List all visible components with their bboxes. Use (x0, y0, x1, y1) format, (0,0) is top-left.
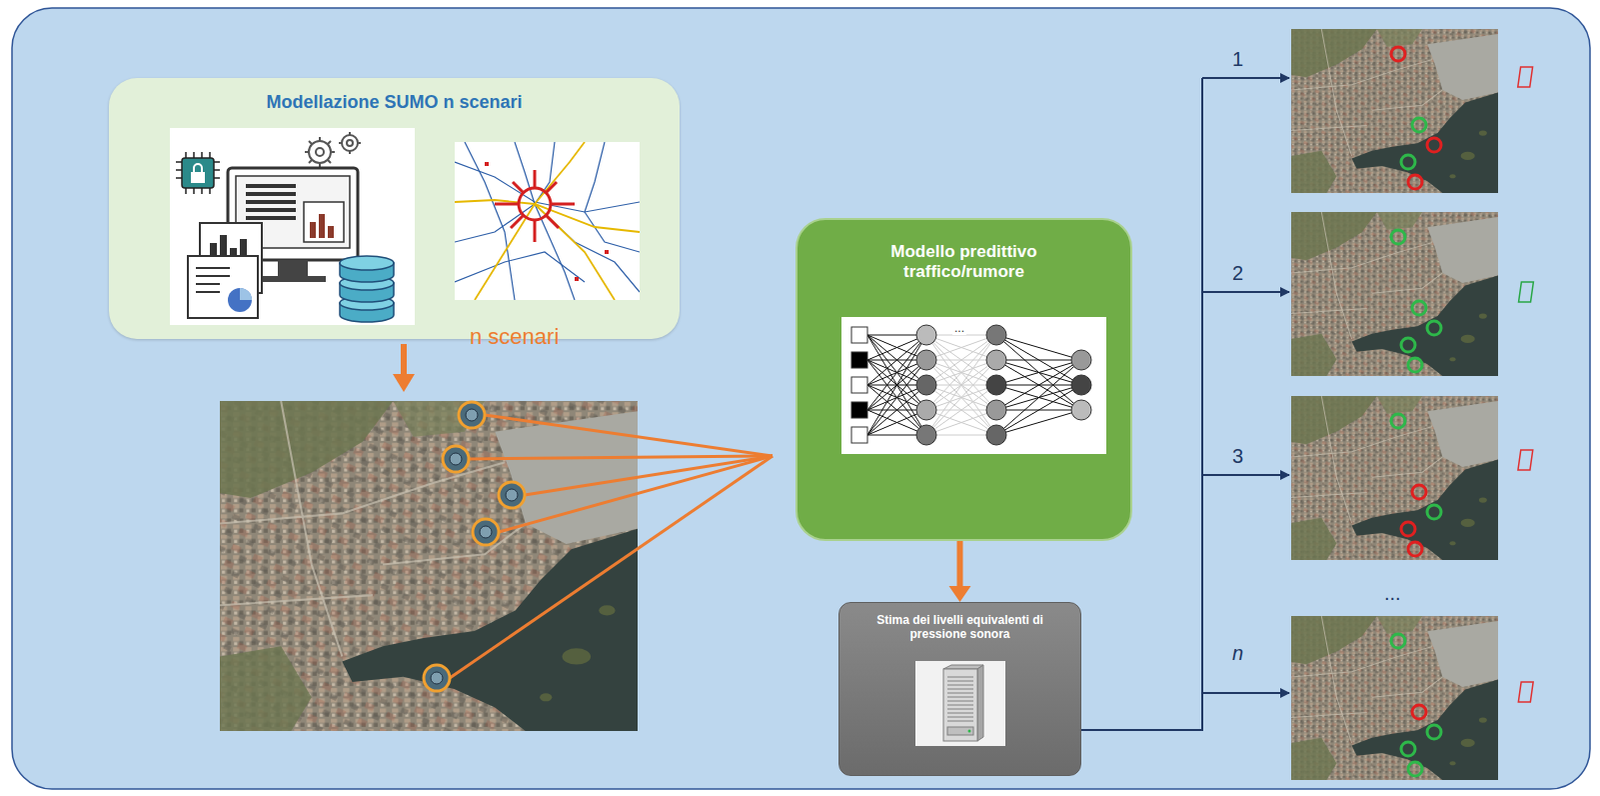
box-title: Stima dei livelli equivalenti di pressio… (847, 612, 1073, 642)
arrow-head (949, 585, 972, 602)
layer-ellipsis: ... (952, 320, 967, 335)
server-illustration (915, 660, 1006, 746)
result-map (1291, 28, 1499, 193)
neural-network-illustration (841, 316, 1107, 454)
computer-illustration (169, 127, 415, 325)
predictive-model-box: Modello predittivo traffico/rumore (795, 217, 1133, 541)
label-holder: ... (1384, 581, 1402, 605)
branch-number: 1 (1232, 47, 1244, 70)
box-title: Modellazione SUMO n scenari (108, 91, 680, 114)
label-holder: 3 (1232, 444, 1244, 468)
branch-number: n (1232, 641, 1244, 664)
outer-panel (11, 7, 1591, 789)
result-map (1291, 395, 1499, 560)
branch-number: 2 (1232, 261, 1244, 284)
outcome-symbols (1518, 66, 1535, 702)
label-holder: 2 (1232, 261, 1244, 285)
label-holder: n (1232, 641, 1244, 665)
scenario-count-label: n scenari (469, 323, 559, 349)
arrow-shaft (957, 540, 964, 588)
ellipsis-label: ... (1384, 581, 1402, 604)
scenario-arrow (392, 343, 415, 392)
branch-number: 3 (1232, 444, 1244, 467)
scenario-modelling-box: Modellazione SUMO n scenari (108, 77, 680, 339)
result-map (1291, 615, 1499, 780)
feed-lines (449, 414, 773, 678)
scenario-map (219, 400, 638, 731)
flow-arrow (949, 540, 972, 602)
label-holder: n scenari (469, 323, 559, 349)
road-network-illustration (454, 141, 640, 300)
result-map (1291, 211, 1499, 376)
box-title: Modello predittivo traffico/rumore (854, 241, 1075, 283)
label-holder: 1 (1232, 47, 1244, 71)
sensor-markers (423, 401, 525, 691)
noise-estimate-box: Stima dei livelli equivalenti di pressio… (838, 601, 1082, 776)
label-holder: ... (952, 317, 967, 336)
